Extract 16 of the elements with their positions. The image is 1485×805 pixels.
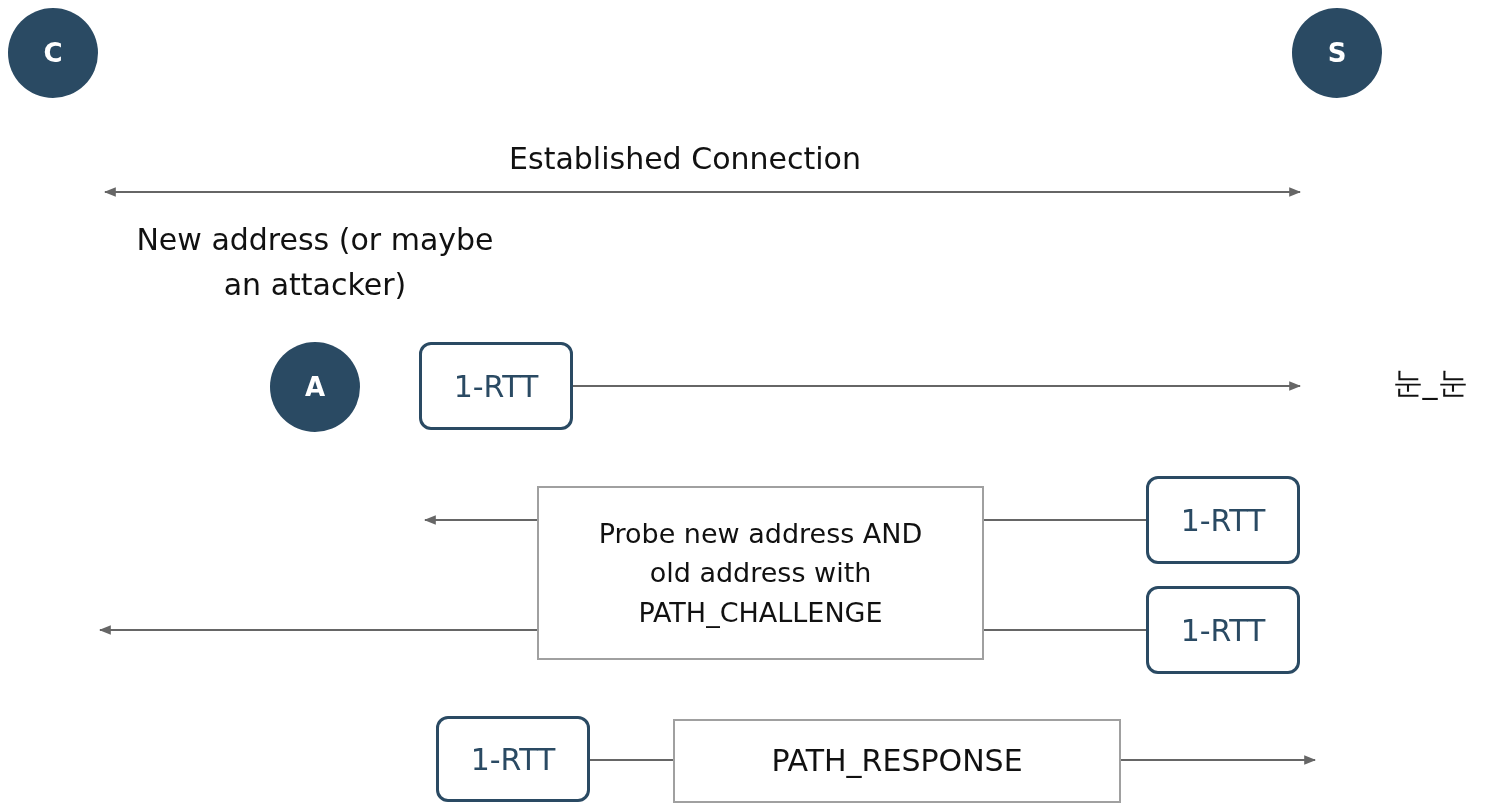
message-box: 1-RTT	[1146, 476, 1300, 564]
annotation-text: New address (or maybe an attacker)	[135, 221, 495, 304]
arrow	[423, 515, 538, 525]
message-box: 1-RTT	[1146, 586, 1300, 674]
participant-circle: S	[1292, 8, 1382, 98]
note-box: PATH_RESPONSE	[673, 719, 1121, 803]
arrow	[572, 381, 1302, 391]
message-box: 1-RTT	[419, 342, 573, 430]
arrow	[98, 625, 538, 635]
arrow	[1120, 755, 1317, 765]
emoticon-text: 눈_눈	[1391, 364, 1469, 402]
connection-label: Established Connection	[508, 140, 862, 178]
participant-circle: C	[8, 8, 98, 98]
message-box: 1-RTT	[436, 716, 590, 802]
participant-circle: A	[270, 342, 360, 432]
note-box: Probe new address AND old address with PATH_CHALLENGE	[537, 486, 984, 660]
